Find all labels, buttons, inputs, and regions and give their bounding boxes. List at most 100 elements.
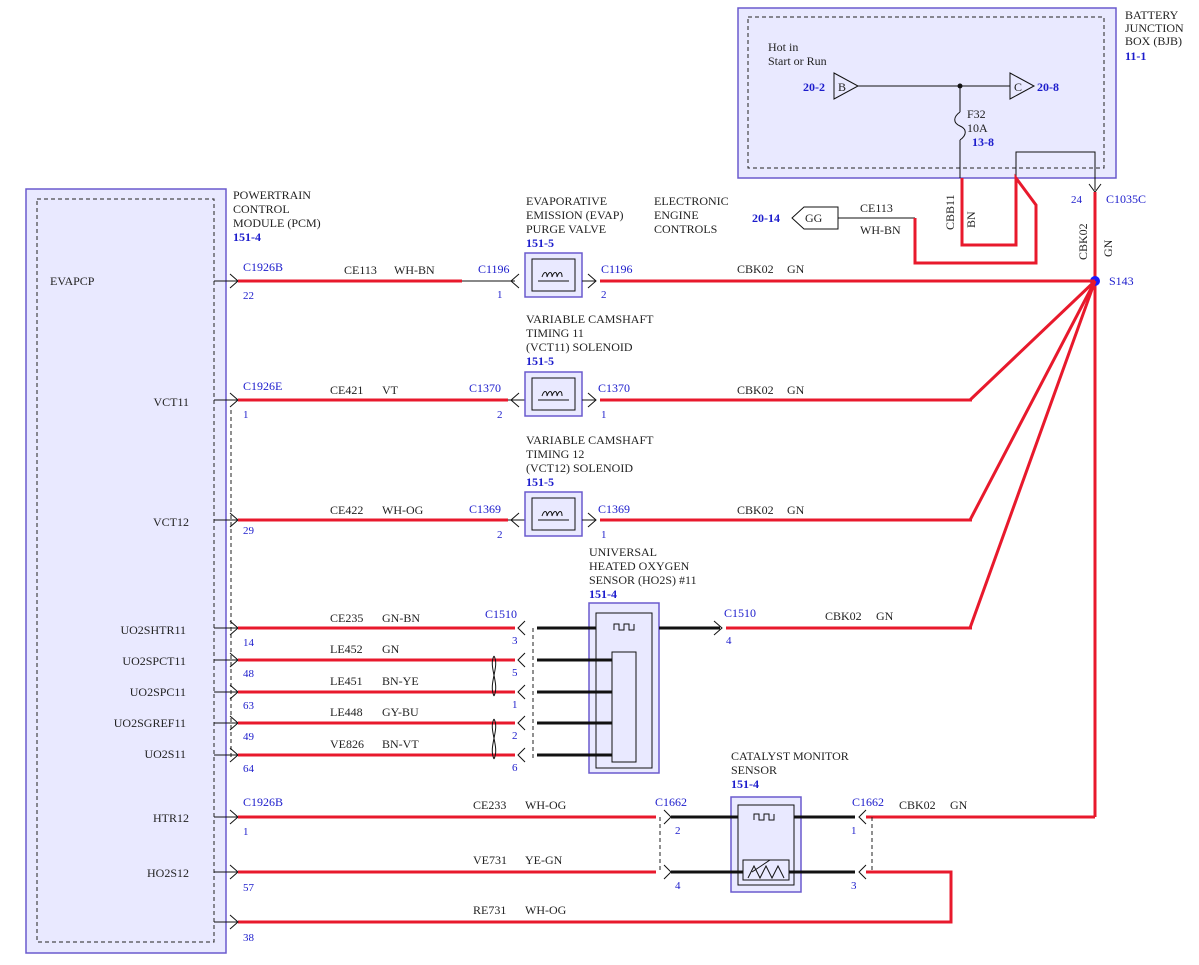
eec-gg-label: GG bbox=[805, 211, 823, 225]
evap-pin-in: 1 bbox=[497, 289, 503, 301]
twisted-pair-icon bbox=[491, 718, 497, 760]
fuse-ref[interactable]: 13-8 bbox=[972, 135, 994, 149]
evap-conn-in: C1196 bbox=[478, 262, 510, 276]
cms-sensor-body bbox=[730, 796, 802, 893]
evap-circuit-id: CE113 bbox=[344, 263, 377, 277]
vct11-circuit[interactable]: VARIABLE CAMSHAFT TIMING 11 (VCT11) SOLE… bbox=[214, 312, 972, 421]
bjb-title-line3: BOX (BJB) bbox=[1125, 34, 1182, 48]
evap-out-color: GN bbox=[787, 262, 805, 276]
cms-htr-pcm-pin: 1 bbox=[243, 826, 249, 838]
ho2s-row2-color: BN-YE bbox=[382, 674, 419, 688]
evap-pin-out: 2 bbox=[601, 289, 607, 301]
pcm-module[interactable]: POWERTRAIN CONTROL MODULE (PCM) 151-4 EV… bbox=[25, 188, 321, 954]
eec-title-line3: CONTROLS bbox=[654, 222, 717, 236]
vct11-title-line2: TIMING 11 bbox=[526, 326, 584, 340]
cbk02-vertical-label: CBK02 bbox=[1076, 223, 1090, 260]
cms-title-line2: SENSOR bbox=[731, 763, 777, 777]
evap-out-circuit: CBK02 bbox=[737, 262, 774, 276]
electronic-engine-controls[interactable]: ELECTRONIC ENGINE CONTROLS 20-14 GG CE11… bbox=[654, 194, 917, 237]
ho2s-row3-circuit: LE448 bbox=[330, 705, 363, 719]
solenoid-coil-icon bbox=[538, 391, 569, 401]
pcm-pin-uo2s11: UO2S11 bbox=[144, 747, 186, 761]
cms-out-circuit: CBK02 bbox=[899, 798, 936, 812]
ho2s-row0-color: GN-BN bbox=[382, 611, 420, 625]
vct11-circuit-color: VT bbox=[382, 383, 399, 397]
cms-title-line1: CATALYST MONITOR bbox=[731, 749, 849, 763]
vct12-conn-in: C1369 bbox=[469, 502, 501, 516]
vct11-pin-in: 2 bbox=[497, 409, 503, 421]
eec-title-line2: ENGINE bbox=[654, 208, 699, 222]
catalyst-monitor-circuit[interactable]: CATALYST MONITOR SENSOR 151-4 C1926B 1 C… bbox=[214, 749, 1095, 944]
pcm-pin-uo2shtr11: UO2SHTR11 bbox=[120, 623, 186, 637]
ho2s-ref[interactable]: 151-4 bbox=[589, 587, 617, 601]
pcm-title-line2: CONTROL bbox=[233, 202, 290, 216]
evap-circuit[interactable]: EVAPORATIVE EMISSION (EVAP) PURGE VALVE … bbox=[214, 194, 1095, 302]
cms-htr-pin: 2 bbox=[675, 825, 681, 837]
ho2s-row4-color: BN-VT bbox=[382, 737, 419, 751]
vct11-solenoid-body bbox=[524, 371, 583, 417]
ho2s-out-pin: 4 bbox=[726, 635, 732, 647]
vct12-circuit-color: WH-OG bbox=[382, 503, 424, 517]
wire-cbk02-vct11-return[interactable] bbox=[968, 279, 1097, 402]
bjb-title-line2: JUNCTION bbox=[1125, 21, 1184, 35]
vct12-out-circuit: CBK02 bbox=[737, 503, 774, 517]
evap-pcm-pin: 22 bbox=[243, 290, 254, 302]
c1035c-label: C1035C bbox=[1106, 192, 1146, 206]
cms-sig-color: YE-GN bbox=[525, 853, 563, 867]
bjb-out-ref[interactable]: 20-8 bbox=[1037, 80, 1059, 94]
ho2s-circuit[interactable]: UNIVERSAL HEATED OXYGEN SENSOR (HO2S) #1… bbox=[214, 545, 972, 775]
vct12-conn-out: C1369 bbox=[598, 502, 630, 516]
cms-out-conn: C1662 bbox=[852, 795, 884, 809]
vct11-title-line3: (VCT11) SOLENOID bbox=[526, 340, 633, 354]
cms-ret-pin: 3 bbox=[851, 880, 857, 892]
evap-title-line2: EMISSION (EVAP) bbox=[526, 208, 623, 222]
cms-htr-color: WH-OG bbox=[525, 798, 567, 812]
cbb11-color: BN bbox=[964, 211, 978, 228]
evap-valve-body bbox=[524, 252, 583, 298]
vct12-circuit[interactable]: VARIABLE CAMSHAFT TIMING 12 (VCT12) SOLE… bbox=[214, 433, 972, 541]
pcm-pin-uo2spct11: UO2SPCT11 bbox=[122, 654, 186, 668]
ho2s-out-arrow-icon bbox=[713, 620, 723, 636]
eec-gg-ref[interactable]: 20-14 bbox=[752, 211, 780, 225]
vct12-circuit-id: CE422 bbox=[330, 503, 363, 517]
pcm-ref[interactable]: 151-4 bbox=[233, 230, 261, 244]
ho2s-title-line2: HEATED OXYGEN bbox=[589, 559, 690, 573]
battery-junction-box[interactable]: BATTERY JUNCTION BOX (BJB) 11-1 Hot in S… bbox=[737, 7, 1184, 206]
evap-circuit-color: WH-BN bbox=[394, 263, 435, 277]
vct11-conn-in: C1370 bbox=[469, 381, 501, 395]
vct11-pin-out: 1 bbox=[601, 409, 607, 421]
ho2s-row3-color: GY-BU bbox=[382, 705, 419, 719]
vct12-ref[interactable]: 151-5 bbox=[526, 475, 554, 489]
thermistor-icon bbox=[747, 859, 785, 880]
vct12-title-line2: TIMING 12 bbox=[526, 447, 584, 461]
splice-s143[interactable]: S143 bbox=[1090, 274, 1134, 288]
wire-cbk02-vct12-return[interactable] bbox=[968, 280, 1097, 521]
vct11-ref[interactable]: 151-5 bbox=[526, 354, 554, 368]
bjb-input-triangle bbox=[833, 72, 860, 100]
wire-cbk02-ho2s-return[interactable] bbox=[968, 280, 1097, 629]
vct12-solenoid-body bbox=[524, 491, 583, 537]
bjb-out-letter: C bbox=[1014, 80, 1022, 94]
evap-ref[interactable]: 151-5 bbox=[526, 236, 554, 250]
cms-ref[interactable]: 151-4 bbox=[731, 777, 759, 791]
ho2s-row2-pcm-pin: 63 bbox=[243, 700, 255, 712]
cms-pcm-conn: C1926B bbox=[243, 795, 283, 809]
heater-element-icon bbox=[613, 623, 635, 631]
pcm-title-line3: MODULE (PCM) bbox=[233, 216, 321, 230]
cms-htr-circuit: CE233 bbox=[473, 798, 506, 812]
ho2s-row0-pin: 3 bbox=[512, 635, 518, 647]
ho2s-title-line3: SENSOR (HO2S) #11 bbox=[589, 573, 697, 587]
bjb-hot-label-2: Start or Run bbox=[768, 54, 827, 68]
eec-color: WH-BN bbox=[860, 223, 901, 237]
wire-cbb11-ce113[interactable] bbox=[913, 173, 1038, 265]
pcm-pin-htr12: HTR12 bbox=[153, 811, 189, 825]
cms-sig-pin: 4 bbox=[675, 880, 681, 892]
cms-ret-circuit: RE731 bbox=[473, 903, 506, 917]
ho2s-row1-pcm-pin: 48 bbox=[243, 668, 255, 680]
eec-circuit: CE113 bbox=[860, 201, 893, 215]
bjb-in-ref[interactable]: 20-2 bbox=[803, 80, 825, 94]
bjb-ref[interactable]: 11-1 bbox=[1125, 49, 1146, 63]
evap-title-line1: EVAPORATIVE bbox=[526, 194, 607, 208]
ho2s-sensor-body bbox=[588, 602, 660, 774]
cbb11-label: CBB11 bbox=[943, 194, 957, 230]
